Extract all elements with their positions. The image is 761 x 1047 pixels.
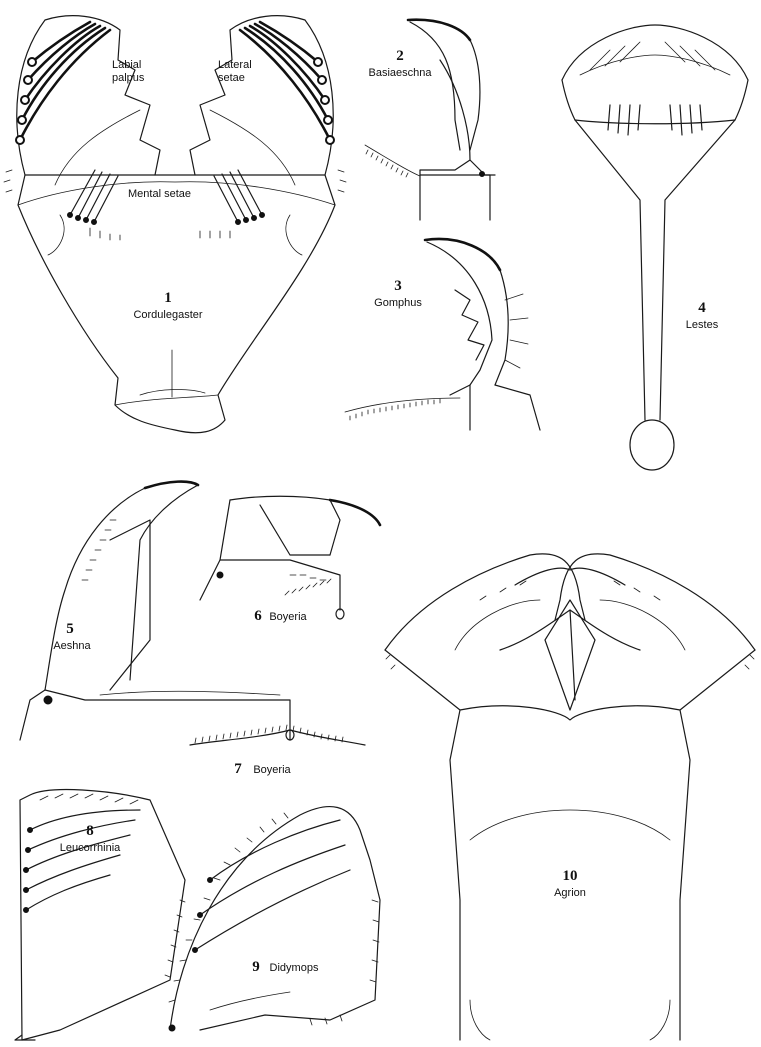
fig-1-cordulegaster-drawing (4, 16, 346, 433)
fig-3-gomphus-drawing (345, 239, 540, 430)
fig-9-name: Didymops (270, 962, 319, 974)
fig-8-leucorrhinia-drawing (15, 790, 185, 1040)
fig-2-labels: 2 Basiaeschna (369, 48, 433, 79)
fig-3-number: 3 (394, 278, 402, 294)
fig-9-number: 9 (252, 959, 260, 975)
fig-5-aeshna-drawing (20, 482, 294, 740)
fig-10-name: Agrion (554, 887, 586, 899)
label-labial: Labial (112, 59, 141, 71)
label-mental-setae: Mental setae (128, 188, 191, 200)
fig-6-labels: 6 Boyeria (254, 608, 307, 624)
label-palpus: palpus (112, 72, 145, 84)
fig-9-didymops-drawing (169, 807, 380, 1031)
fig-5-name: Aeshna (53, 640, 91, 652)
fig-5-labels: 5 Aeshna (53, 621, 91, 652)
fig-4-name: Lestes (686, 319, 719, 331)
fig-7-name: Boyeria (253, 764, 291, 776)
fig-1-name: Cordulegaster (133, 309, 202, 321)
fig-4-labels: 4 Lestes (686, 300, 719, 331)
fig-7-labels: 7 Boyeria (234, 761, 291, 777)
fig-3-labels: 3 Gomphus (374, 278, 422, 309)
fig-4-number: 4 (698, 300, 706, 316)
fig-8-number: 8 (86, 823, 94, 839)
fig-7-number: 7 (234, 761, 242, 777)
fig-2-basiaeschna-drawing (365, 20, 495, 220)
fig-6-name: Boyeria (269, 611, 307, 623)
fig-6-number: 6 (254, 608, 262, 624)
fig-8-labels: 8 Leucorrhinia (60, 823, 121, 854)
fig-3-name: Gomphus (374, 297, 422, 309)
fig-9-labels: 9 Didymops (252, 959, 319, 975)
fig-2-number: 2 (396, 48, 404, 64)
fig-5-number: 5 (66, 621, 74, 637)
label-setae: setae (218, 72, 245, 84)
fig-6-boyeria-drawing (200, 496, 380, 619)
fig-10-labels: 10 Agrion (554, 868, 586, 899)
fig-7-boyeria-drawing (190, 725, 365, 745)
fig-2-name: Basiaeschna (369, 67, 433, 79)
fig-10-agrion-drawing (385, 554, 755, 1040)
fig-8-name: Leucorrhinia (60, 842, 121, 854)
fig-4-lestes-drawing (562, 25, 748, 470)
fig-1-number: 1 (164, 290, 172, 306)
fig-10-number: 10 (563, 868, 578, 884)
label-lateral: Lateral (218, 59, 252, 71)
